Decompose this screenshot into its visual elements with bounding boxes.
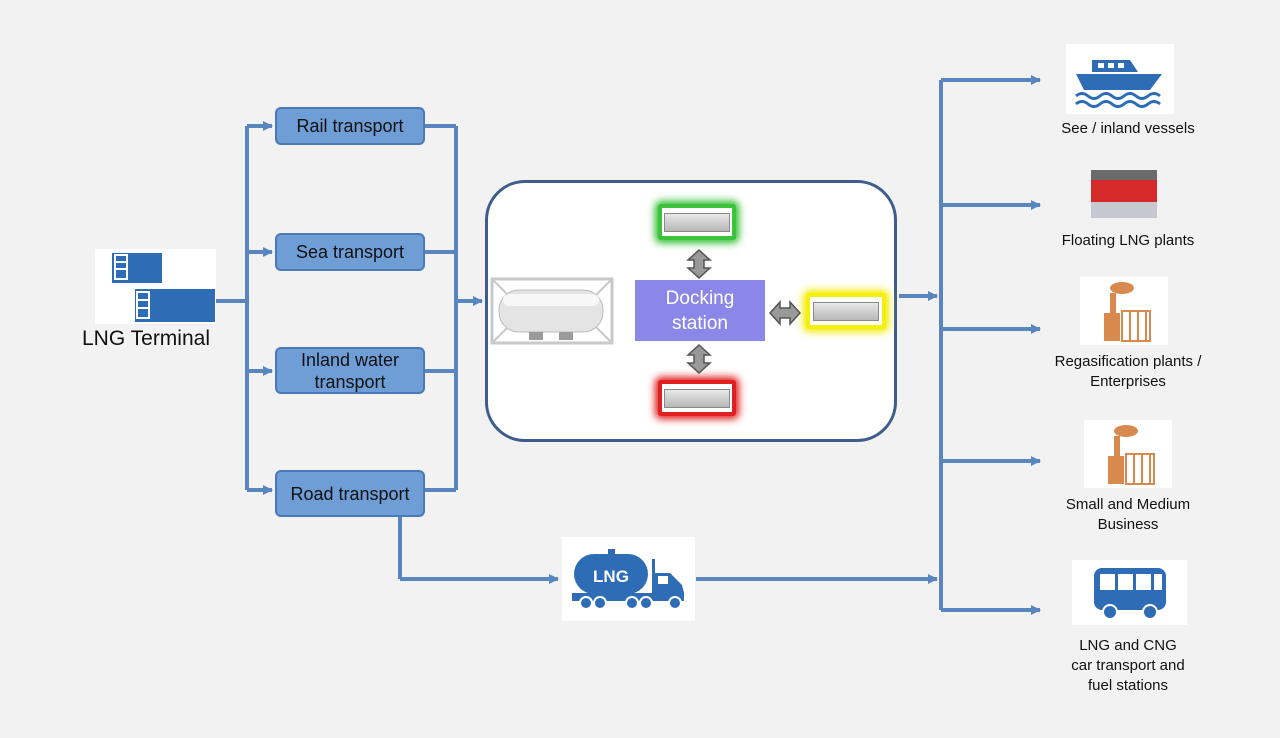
container-red bbox=[658, 380, 736, 416]
container-green bbox=[658, 204, 736, 240]
docking-station: Docking station bbox=[635, 280, 765, 341]
ship-icon bbox=[1075, 60, 1162, 108]
dest-label-regas: Regasification plants / Enterprises bbox=[1054, 353, 1202, 390]
factory-icon bbox=[1104, 282, 1151, 342]
iso-tank-container-icon bbox=[490, 277, 614, 345]
factory-icon bbox=[1108, 425, 1155, 485]
lng-tanker-truck-icon: LNG bbox=[572, 549, 684, 610]
lng-terminal-icon-tile bbox=[95, 249, 216, 324]
lng-tanker-tile: LNG bbox=[562, 537, 695, 621]
dest-label-fuel: LNG and CNG car transport and fuel stati… bbox=[1071, 637, 1185, 694]
regas-icon-tile bbox=[1080, 277, 1168, 345]
vertical-double-arrow-icon bbox=[686, 249, 712, 279]
bus-icon bbox=[1094, 568, 1166, 620]
docking-station-line2: station bbox=[672, 312, 728, 334]
tanker-badge: LNG bbox=[593, 567, 629, 586]
road-transport-box: Road transport bbox=[275, 470, 425, 517]
rail-transport-box: Rail transport bbox=[275, 107, 425, 145]
bus-icon-tile bbox=[1072, 560, 1187, 625]
dest-label-floating: Floating LNG plants bbox=[1061, 232, 1195, 249]
vessels-icon-tile bbox=[1066, 44, 1174, 114]
dest-label-vessels: See / inland vessels bbox=[1061, 120, 1195, 137]
lng-terminal-label: LNG Terminal bbox=[82, 327, 210, 350]
floating-plant-icon bbox=[1091, 170, 1157, 218]
dest-label-sme: Small and Medium Business bbox=[1065, 496, 1191, 533]
container-yellow bbox=[806, 293, 886, 329]
storage-tanks-icon bbox=[112, 253, 215, 322]
horizontal-double-arrow-icon bbox=[769, 300, 801, 326]
inland-water-transport-box: Inland water transport bbox=[275, 347, 425, 394]
vertical-double-arrow-icon bbox=[686, 344, 712, 374]
docking-station-line1: Docking bbox=[665, 287, 735, 309]
sea-transport-box: Sea transport bbox=[275, 233, 425, 271]
sme-icon-tile bbox=[1084, 420, 1172, 488]
